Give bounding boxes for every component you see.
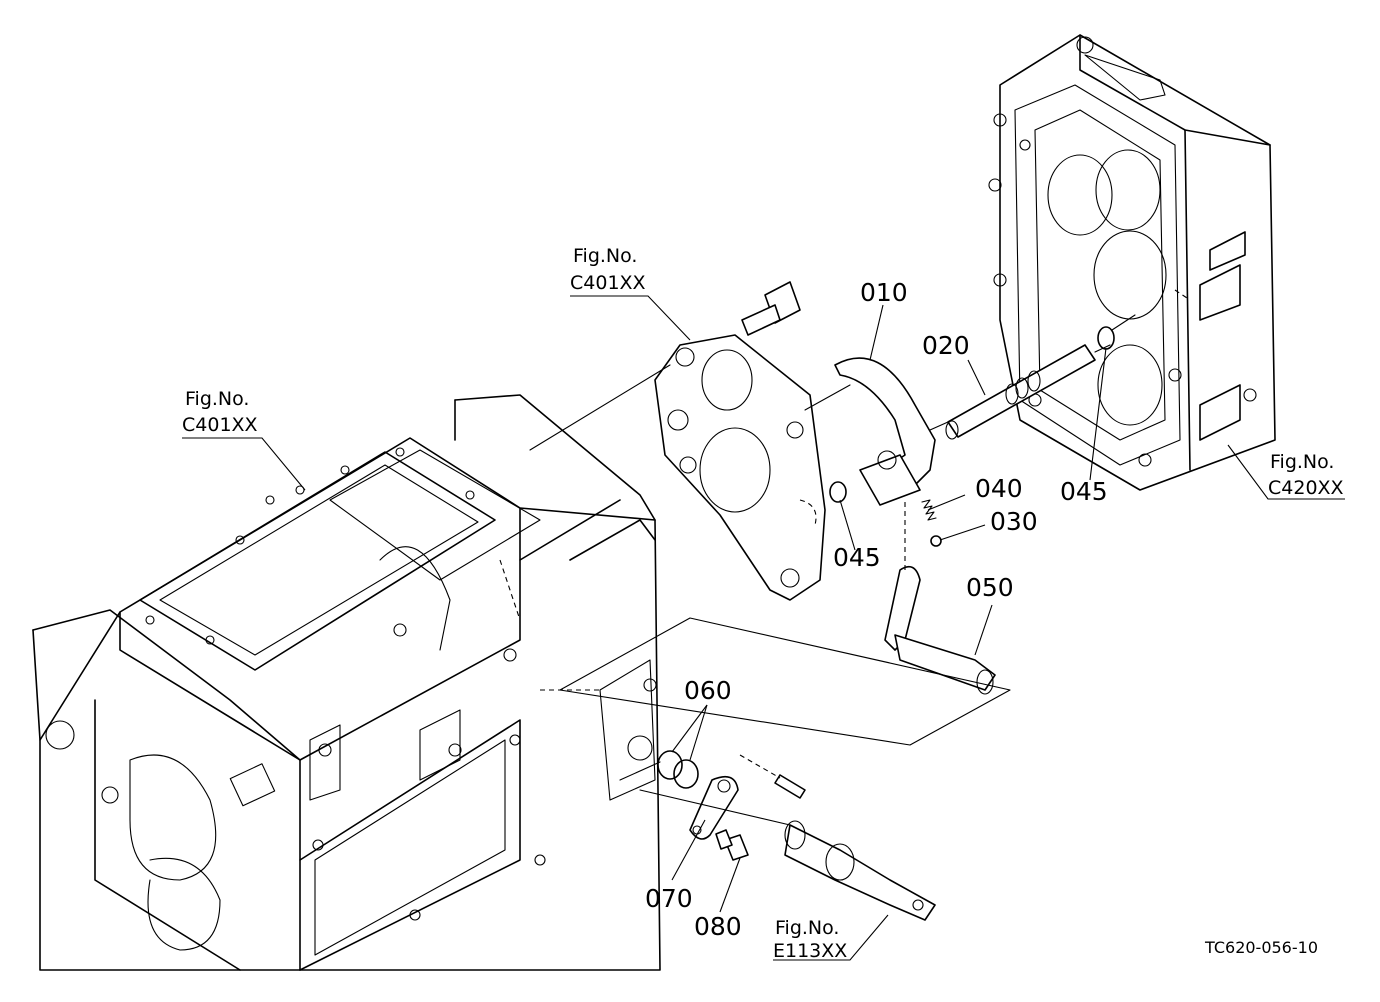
fork-rod-020: [945, 344, 1096, 440]
figure-ref-e113: Fig.No. E113XX: [773, 917, 847, 962]
figure-ref-c401-left: Fig.No. C401XX: [182, 388, 258, 436]
assembly-lines: [529, 314, 1136, 826]
rear-housing: [988, 34, 1276, 491]
figure-ref-label: Fig.No.: [1270, 451, 1334, 473]
leader-lines: [182, 295, 1345, 961]
figure-ref-code: C401XX: [182, 414, 258, 436]
figure-ref-label: Fig.No.: [185, 388, 249, 410]
plate-bolt: [741, 281, 801, 336]
callout-020: 020: [922, 331, 970, 360]
ball-030: [930, 535, 942, 547]
callout-040: 040: [975, 474, 1023, 503]
callout-045-left: 045: [833, 543, 881, 572]
shift-fork-010: [834, 357, 936, 506]
outer-lever-shaft: [784, 820, 936, 921]
callout-010: 010: [860, 278, 908, 307]
shift-lever-050: [884, 500, 996, 695]
stopper-plate-070: [689, 775, 739, 840]
figure-ref-code: C401XX: [570, 272, 646, 294]
bolt-080: [715, 829, 749, 861]
transmission-case: [32, 394, 661, 971]
spring-pin: [774, 774, 806, 799]
callout-030: 030: [990, 507, 1038, 536]
figure-ref-code: C420XX: [1268, 477, 1344, 499]
drawing-code: TC620-056-10: [1204, 938, 1318, 957]
figure-ref-c420: Fig.No. C420XX: [1268, 451, 1344, 499]
callout-080: 080: [694, 912, 742, 941]
o-ring-060b: [673, 759, 699, 789]
figure-ref-label: Fig.No.: [573, 245, 637, 267]
o-ring-045-left: [829, 481, 847, 503]
bearing-plate: [654, 334, 826, 601]
figure-ref-label: Fig.No.: [775, 917, 839, 939]
callout-070: 070: [645, 884, 693, 913]
callout-050: 050: [966, 573, 1014, 602]
callout-045-right: 045: [1060, 477, 1108, 506]
figure-ref-code: E113XX: [773, 940, 847, 962]
callout-060: 060: [684, 676, 732, 705]
o-ring-060a: [657, 750, 683, 780]
callouts: 010 020 040 030 045 045 050 060 070 080: [645, 278, 1108, 941]
figure-ref-c401-top: Fig.No. C401XX: [570, 245, 646, 294]
